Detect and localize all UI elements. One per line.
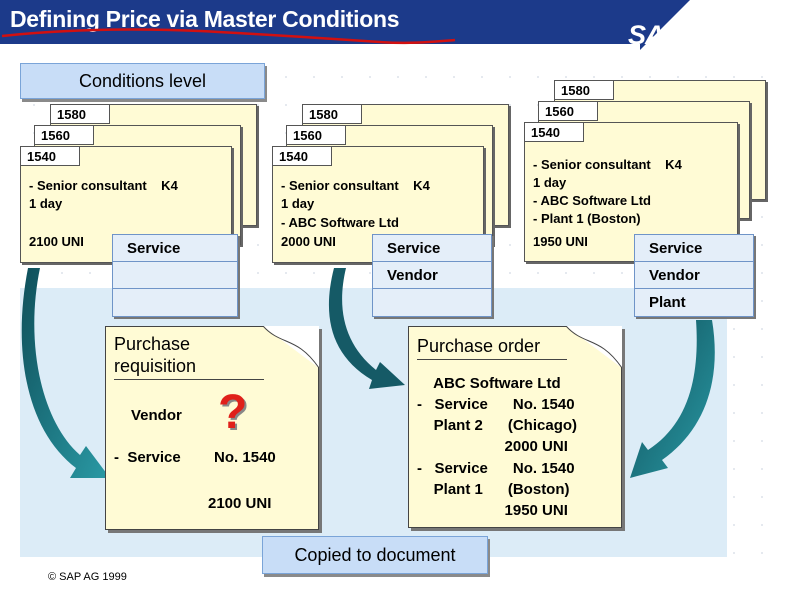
condition-tab-1540: 1540 <box>20 146 80 166</box>
key-table-3: Service Vendor Plant <box>634 234 754 317</box>
key-field: Plant <box>649 294 686 311</box>
condition-price: 2100 UNI <box>29 234 84 249</box>
condition-tab-1580: 1580 <box>50 104 110 124</box>
title-divider <box>114 379 264 380</box>
key-field: Vendor <box>635 262 753 289</box>
order-line: Plant 2 (Chicago) <box>417 417 578 434</box>
copied-to-document-label: Copied to document <box>262 536 488 574</box>
purchase-order-document: Purchase order ABC Software Ltd - Servic… <box>408 326 622 528</box>
condition-line: 1 day <box>533 175 567 190</box>
purchase-requisition-document: Purchase requisition Vendor ? - Service … <box>105 326 319 530</box>
key-table-1: Service <box>112 234 238 317</box>
order-line: - Service No. 1540 <box>417 460 575 477</box>
key-field: Service <box>635 235 753 262</box>
sap-logo: SAP <box>628 20 682 50</box>
page-curl-icon <box>263 326 319 368</box>
arrow-to-order <box>328 268 405 389</box>
requisition-title: Purchase <box>114 334 191 354</box>
vendor-label: Vendor <box>131 407 182 424</box>
order-line: Plant 1 (Boston) <box>417 481 570 498</box>
page-title: Defining Price via Master Conditions <box>10 6 400 32</box>
conditions-level-label: Conditions level <box>20 63 265 99</box>
condition-tab-1540: 1540 <box>524 122 584 142</box>
condition-line: - ABC Software Ltd <box>533 193 651 208</box>
logo-triangle <box>600 0 740 50</box>
order-line: ABC Software Ltd <box>417 375 561 392</box>
key-field: Vendor <box>373 262 491 289</box>
arrow-to-requisition <box>21 268 110 478</box>
header-bar: Defining Price via Master Conditions SAP <box>0 0 797 50</box>
condition-price: 1950 UNI <box>533 234 588 249</box>
condition-line: 1 day <box>29 196 63 211</box>
requisition-title: requisition <box>114 356 197 376</box>
service-line: - Service No. 1540 <box>114 449 276 466</box>
key-field: Service <box>113 235 237 262</box>
condition-line: - Senior consultant K4 <box>281 178 430 193</box>
condition-line: 1 day <box>281 196 315 211</box>
key-field: Service <box>373 235 491 262</box>
copyright-notice: © SAP AG 1999 <box>48 571 127 583</box>
condition-tab-1560: 1560 <box>286 125 346 145</box>
red-scribble-underline <box>1 28 456 45</box>
condition-tab-1580: 1580 <box>554 80 614 100</box>
condition-line: - Senior consultant K4 <box>29 178 178 193</box>
order-line: - Service No. 1540 <box>417 396 575 413</box>
condition-tab-1580: 1580 <box>302 104 362 124</box>
condition-line: - ABC Software Ltd <box>281 215 399 230</box>
missing-vendor-question-mark: ? <box>218 386 248 439</box>
condition-tab-1560: 1560 <box>538 101 598 121</box>
condition-tab-1560: 1560 <box>34 125 94 145</box>
order-title: Purchase order <box>417 336 541 356</box>
arrow-from-plant <box>630 320 715 478</box>
key-field <box>113 262 237 289</box>
condition-line: - Senior consultant K4 <box>533 157 682 172</box>
requisition-amount: 2100 UNI <box>208 495 272 512</box>
title-divider <box>417 359 567 360</box>
condition-line: - Plant 1 (Boston) <box>533 211 641 226</box>
order-line: 2000 UNI <box>417 438 568 455</box>
condition-price: 2000 UNI <box>281 234 336 249</box>
page-curl-icon <box>566 326 622 368</box>
key-table-2: Service Vendor <box>372 234 492 317</box>
order-line: 1950 UNI <box>417 502 568 519</box>
condition-tab-1540: 1540 <box>272 146 332 166</box>
header-band <box>0 0 640 44</box>
